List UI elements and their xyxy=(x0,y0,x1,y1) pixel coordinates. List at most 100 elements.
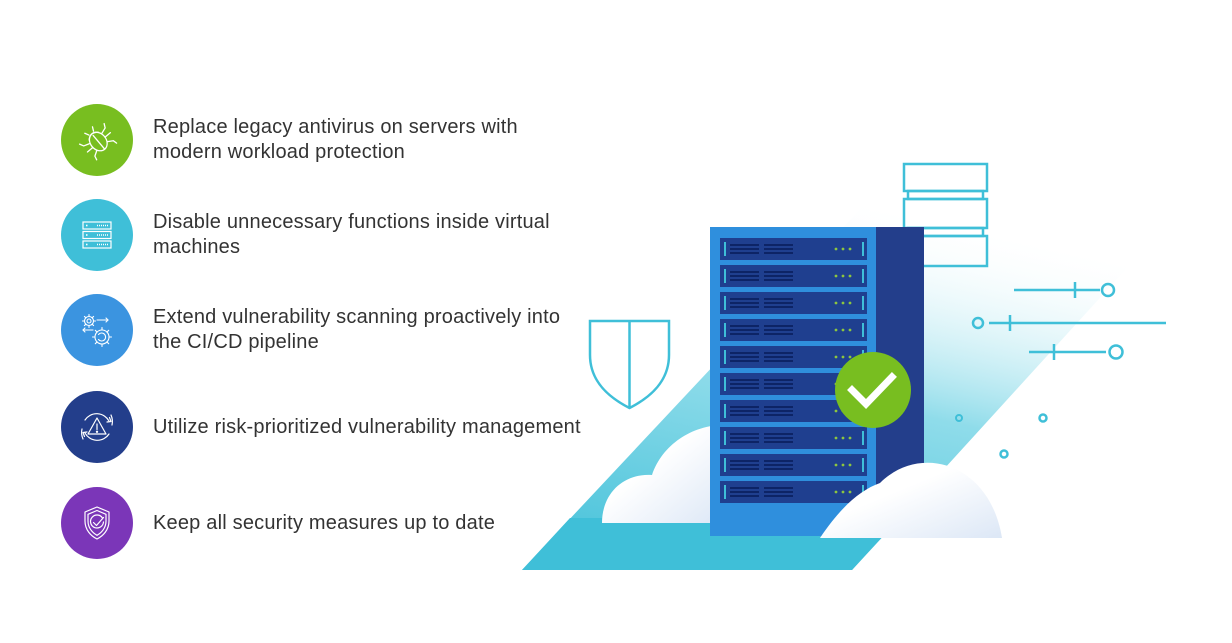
shield-check-icon xyxy=(84,506,110,540)
rack-slot xyxy=(720,400,867,422)
slot-vent xyxy=(764,248,793,250)
slot-vent xyxy=(730,410,759,412)
illustration-canvas xyxy=(522,162,1200,570)
feature-text: Replace legacy antivirus on servers with… xyxy=(153,116,518,163)
slot-vent xyxy=(764,387,793,389)
slot-vent xyxy=(764,406,793,408)
feature-badge xyxy=(61,391,133,463)
slot-handle xyxy=(724,377,726,391)
slot-vent xyxy=(730,441,759,443)
slot-vent xyxy=(764,437,793,439)
slot-led xyxy=(834,436,838,440)
slot-vent xyxy=(730,379,759,381)
slot-vent xyxy=(764,441,793,443)
slot-vent xyxy=(730,464,759,466)
slot-vent xyxy=(764,333,793,335)
slot-vent xyxy=(730,244,759,246)
slot-vent xyxy=(764,464,793,466)
feature-text: Keep all security measures up to date xyxy=(153,511,496,534)
slot-handle xyxy=(724,404,726,418)
slot-led xyxy=(841,274,845,278)
slot-vent xyxy=(764,495,793,497)
slot-vent xyxy=(730,329,759,331)
slot-vent xyxy=(730,460,759,462)
slot-handle xyxy=(862,242,864,256)
slot-vent xyxy=(730,279,759,281)
feature-badge xyxy=(61,487,133,559)
slot-handle xyxy=(724,485,726,499)
slot-vent xyxy=(730,248,759,250)
slot-led xyxy=(834,355,838,359)
slot-vent xyxy=(730,302,759,304)
cloud-left xyxy=(602,425,724,523)
slot-vent xyxy=(764,383,793,385)
slot-vent xyxy=(730,325,759,327)
slot-led xyxy=(834,490,838,494)
rack-slot xyxy=(720,454,867,476)
feature-item: Disable unnecessary functions inside vir… xyxy=(61,199,583,271)
slot-handle xyxy=(862,296,864,310)
slot-led xyxy=(848,490,852,494)
warning-cycle-icon xyxy=(81,413,113,441)
feature-badge xyxy=(61,199,133,271)
slot-vent xyxy=(764,360,793,362)
slot-vent xyxy=(764,325,793,327)
slot-vent xyxy=(730,414,759,416)
slot-vent xyxy=(730,306,759,308)
slot-vent xyxy=(764,379,793,381)
rack-slot xyxy=(720,427,867,449)
slot-led xyxy=(848,355,852,359)
slot-vent xyxy=(730,406,759,408)
feature-text: Utilize risk-prioritized vulnerability m… xyxy=(153,415,581,438)
slot-handle xyxy=(724,458,726,472)
rack-slot xyxy=(720,319,867,341)
cloud-right xyxy=(820,462,1002,538)
slot-handle xyxy=(862,431,864,445)
slot-vent xyxy=(730,352,759,354)
feature-badge xyxy=(61,294,133,366)
slot-led xyxy=(848,436,852,440)
slot-led xyxy=(841,463,845,467)
feature-item: Replace legacy antivirus on servers with… xyxy=(61,104,583,176)
slot-led xyxy=(834,463,838,467)
slot-vent xyxy=(764,491,793,493)
slot-handle xyxy=(724,350,726,364)
feature-badge xyxy=(61,104,133,176)
rack-slot xyxy=(720,481,867,503)
slot-vent xyxy=(764,306,793,308)
slot-vent xyxy=(764,356,793,358)
feature-text: Disable unnecessary functions inside vir… xyxy=(153,211,550,258)
slot-vent xyxy=(764,329,793,331)
slot-vent xyxy=(730,298,759,300)
shield-outline-icon xyxy=(588,319,671,410)
slot-handle xyxy=(724,269,726,283)
slot-led xyxy=(848,463,852,467)
slot-vent xyxy=(730,387,759,389)
slot-vent xyxy=(764,352,793,354)
slot-vent xyxy=(764,414,793,416)
feature-text: Extend vulnerability scanning proactivel… xyxy=(153,306,561,353)
slot-vent xyxy=(764,244,793,246)
slot-vent xyxy=(730,252,759,254)
slot-vent xyxy=(730,487,759,489)
check-badge-icon xyxy=(835,352,911,428)
slot-led xyxy=(848,301,852,305)
server-security-illustration xyxy=(500,140,1232,590)
slot-led xyxy=(841,247,845,251)
slot-vent xyxy=(730,383,759,385)
slot-handle xyxy=(724,431,726,445)
slot-handle xyxy=(724,296,726,310)
slot-vent xyxy=(730,433,759,435)
feature-item: Utilize risk-prioritized vulnerability m… xyxy=(61,391,583,463)
slot-vent xyxy=(730,491,759,493)
slot-vent xyxy=(764,460,793,462)
slot-handle xyxy=(862,458,864,472)
slot-vent xyxy=(730,333,759,335)
slot-vent xyxy=(764,275,793,277)
slot-led xyxy=(834,247,838,251)
slot-vent xyxy=(730,495,759,497)
slot-vent xyxy=(764,433,793,435)
slot-vent xyxy=(730,356,759,358)
slot-handle xyxy=(724,242,726,256)
rack-slot xyxy=(720,238,867,260)
